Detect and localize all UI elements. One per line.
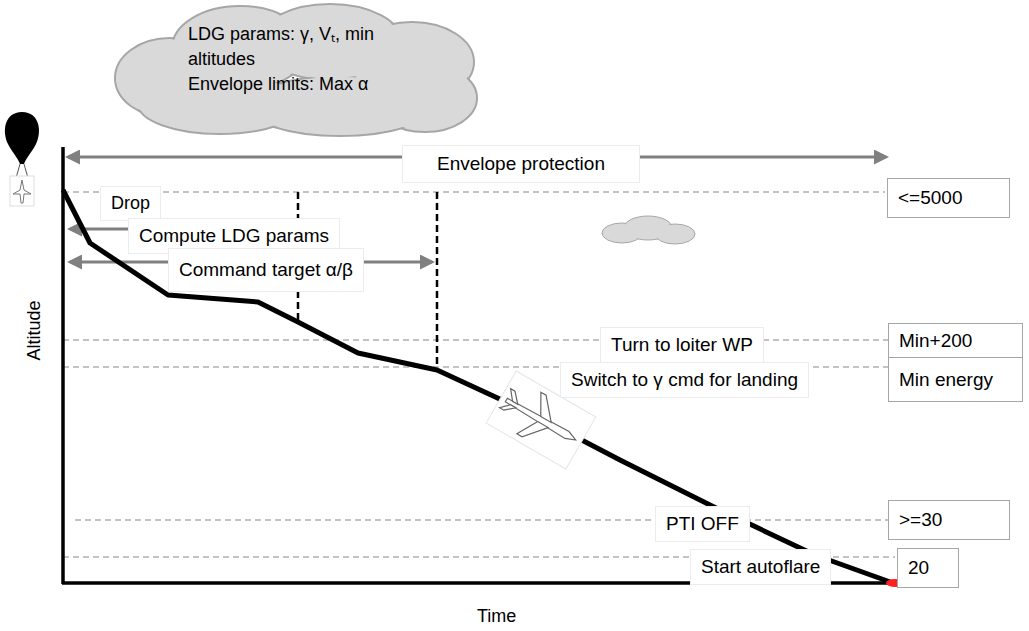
altitude-box: 20 [897, 548, 959, 588]
phase-label: Switch to γ cmd for landing [560, 362, 809, 398]
axis-label: Altitude [23, 300, 44, 360]
phase-marker [436, 192, 439, 370]
axis-label: Time [477, 606, 516, 627]
altitude-value: Min+200 [899, 330, 1012, 352]
phase-label: PTI OFF [655, 506, 750, 542]
phase-label: Turn to loiter WP [600, 327, 764, 363]
altitude-box: <=5000 [887, 178, 1010, 218]
note-cloud: LDG params: γ, Vₜ, min altitudesEnvelope… [100, 0, 485, 138]
altitude-line [75, 519, 888, 521]
y-axis [61, 147, 65, 584]
small-cloud [602, 216, 695, 244]
phase-label: Drop [100, 186, 161, 221]
altitude-value: >=30 [899, 509, 999, 531]
altitude-value: 20 [908, 557, 948, 579]
note-text: Envelope limits: Max α [188, 72, 428, 97]
phase-label: Command target α/β [168, 248, 364, 292]
altitude-line [63, 339, 888, 341]
altitude-line [63, 191, 885, 193]
altitude-box: Min energy [888, 357, 1023, 402]
balloon-icon [5, 112, 39, 206]
altitude-box: Min+200 [888, 323, 1023, 358]
trajectory-line [63, 190, 893, 583]
note-text: LDG params: γ, Vₜ, min altitudes [188, 22, 428, 72]
altitude-value: Min energy [899, 369, 1012, 391]
span-label: Envelope protection [402, 145, 640, 183]
altitude-value: <=5000 [898, 187, 999, 209]
phase-label: Start autoflare [690, 549, 831, 585]
cloud-shape [100, 0, 485, 138]
span-arrow [70, 228, 128, 231]
altitude-box: >=30 [888, 500, 1010, 540]
